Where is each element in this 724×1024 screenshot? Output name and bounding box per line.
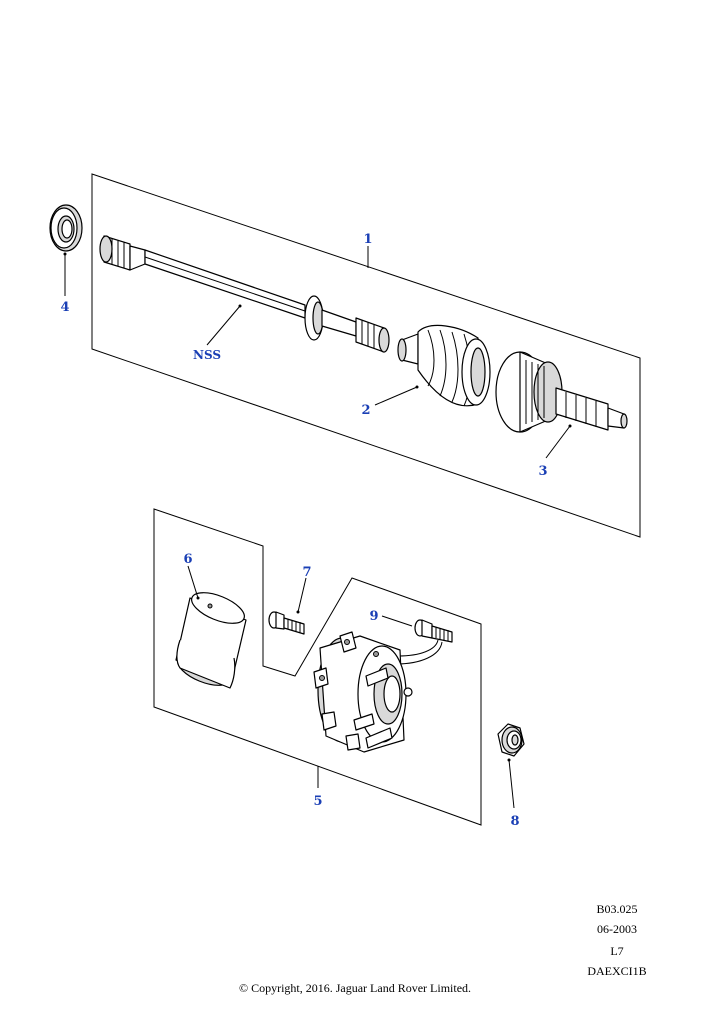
sleeve-part-6[interactable]: [174, 586, 249, 691]
seal-part-4[interactable]: [49, 204, 83, 252]
callout-3[interactable]: 3: [538, 464, 547, 479]
leader-2: [374, 386, 418, 406]
boot-part-2[interactable]: [397, 324, 491, 407]
diagram-ref: B03.025: [596, 902, 638, 916]
leader-7: [297, 577, 307, 613]
callout-4[interactable]: 4: [60, 300, 69, 315]
leader-3: [545, 425, 571, 459]
callout-6[interactable]: 6: [183, 552, 192, 567]
callout-2[interactable]: 2: [361, 403, 370, 418]
leader-9c: [395, 641, 443, 665]
group-5-frame: [153, 508, 482, 826]
leader-9a: [381, 615, 413, 627]
leader-8: [508, 759, 515, 809]
callout-9[interactable]: 9: [369, 609, 378, 624]
leader-9b: [397, 639, 439, 657]
hub-assembly[interactable]: [313, 631, 413, 753]
callout-nss: NSS: [193, 348, 221, 362]
leader-6: [187, 565, 199, 599]
drive-shaft[interactable]: [99, 235, 390, 353]
nut-part-8[interactable]: [497, 723, 525, 757]
copyright-notice: © Copyright, 2016. Jaguar Land Rover Lim…: [238, 981, 472, 995]
group-1-frame: [91, 173, 641, 538]
diagram-level: L7: [610, 944, 624, 958]
diagram-code: DAEXCI1B: [587, 964, 647, 978]
cv-joint-part-3[interactable]: [495, 351, 628, 433]
callout-8[interactable]: 8: [510, 814, 519, 829]
callout-5[interactable]: 5: [313, 794, 322, 809]
callout-1[interactable]: 1: [363, 232, 372, 247]
bolt-part-7[interactable]: [268, 611, 305, 635]
stud-part-9[interactable]: [414, 619, 453, 643]
leader-nss: [206, 305, 241, 346]
diagram-date: 06-2003: [597, 922, 637, 936]
callout-7[interactable]: 7: [302, 565, 311, 580]
